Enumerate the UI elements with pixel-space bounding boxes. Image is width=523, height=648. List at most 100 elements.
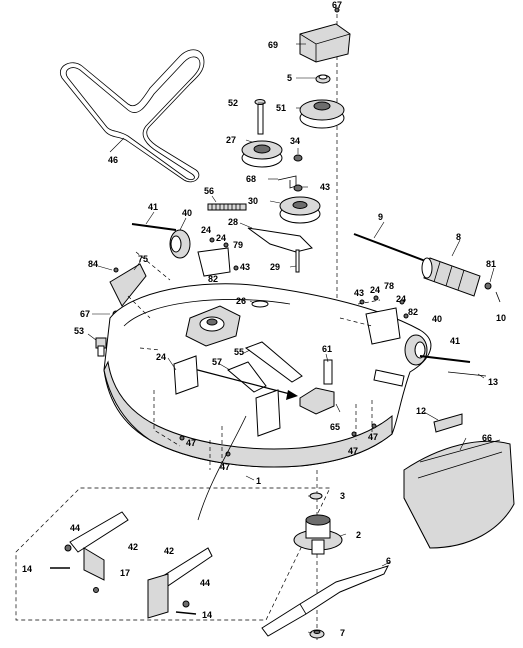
gauge-wheel-right: [404, 334, 428, 366]
gauge-wheel-bolt: [131, 223, 177, 231]
roller-nut: [484, 282, 492, 290]
discharge-chute: [403, 439, 515, 549]
hardware-24: [223, 242, 229, 248]
roller-shaft: [353, 233, 429, 263]
anti-scalp-roller: [421, 257, 481, 297]
label-43: 43: [354, 288, 364, 298]
label-68: 68: [246, 174, 256, 184]
hardware-24: [373, 295, 379, 301]
spindle-top: [299, 359, 335, 415]
idler-pulley-lower: [279, 196, 321, 224]
drive-pulley: [299, 99, 345, 129]
label-5: 5: [287, 73, 292, 83]
label-47: 47: [368, 432, 378, 442]
hardware-24: [209, 237, 215, 243]
label-12: 12: [416, 406, 426, 416]
label-28: 28: [228, 217, 238, 227]
label-52: 52: [228, 98, 238, 108]
assembly-leader-lines: [209, 400, 373, 470]
callout-labels: 67 69 5 52 51 46 27 34 68 43 56 30 41 40…: [22, 0, 506, 638]
link-arm: [227, 361, 267, 393]
hardware-43: [233, 265, 239, 271]
label-3: 3: [340, 491, 345, 501]
label-26: 26: [236, 296, 246, 306]
wheel-bracket-left: [197, 247, 231, 277]
label-24: 24: [370, 285, 380, 295]
hardware-47: [179, 435, 185, 441]
deck-bracket-left: [173, 355, 199, 395]
hardware-47: [351, 431, 357, 437]
label-14: 14: [202, 610, 212, 620]
clevis-pin-right: [175, 611, 197, 615]
label-67: 67: [80, 309, 90, 319]
label-61: 61: [322, 344, 332, 354]
lift-link-left: [64, 511, 129, 581]
label-29: 29: [270, 262, 280, 272]
deck-idler-assembly: [185, 305, 241, 347]
deck-hanger: [373, 369, 405, 387]
label-24: 24: [216, 233, 226, 243]
label-7: 7: [340, 628, 345, 638]
label-8: 8: [456, 232, 461, 242]
label-79: 79: [233, 240, 243, 250]
nut: [315, 74, 331, 84]
washer: [251, 300, 269, 308]
nut-small: [293, 184, 303, 192]
bracket: [277, 175, 297, 189]
label-30: 30: [248, 196, 258, 206]
label-43: 43: [240, 262, 250, 272]
label-75: 75: [138, 254, 148, 264]
label-84: 84: [88, 259, 98, 269]
label-55: 55: [234, 347, 244, 357]
label-42: 42: [128, 542, 138, 552]
belt: [60, 49, 205, 183]
label-47: 47: [186, 438, 196, 448]
blade-nut: [309, 629, 325, 639]
label-46: 46: [108, 155, 118, 165]
label-43: 43: [320, 182, 330, 192]
label-24: 24: [156, 352, 166, 362]
label-66: 66: [482, 433, 492, 443]
gauge-wheel-bolt-right: [419, 355, 471, 363]
label-47: 47: [220, 462, 230, 472]
label-41: 41: [148, 202, 158, 212]
label-40: 40: [182, 208, 192, 218]
label-2: 2: [356, 530, 361, 540]
label-69: 69: [268, 40, 278, 50]
hardware-43: [359, 299, 365, 305]
label-44: 44: [200, 578, 210, 588]
deck-adjuster: [95, 337, 107, 357]
label-67: 67: [332, 0, 342, 10]
label-81: 81: [486, 259, 496, 269]
label-40: 40: [432, 314, 442, 324]
label-56: 56: [204, 186, 214, 196]
idler-pulley-upper: [241, 140, 283, 168]
spacer: [293, 154, 303, 162]
mower-deck-housing: [103, 283, 432, 468]
label-78: 78: [384, 281, 394, 291]
label-17: 17: [120, 568, 130, 578]
label-57: 57: [212, 357, 222, 367]
label-24: 24: [396, 294, 406, 304]
hardware-82: [403, 313, 409, 319]
pulley-bolt: [254, 99, 266, 135]
pulley-cover: [299, 23, 351, 63]
hairpin-clip: [93, 587, 99, 593]
deck-bracket-center: [255, 389, 281, 437]
mower-blade: [261, 565, 389, 637]
hardware-47: [371, 423, 377, 429]
label-24: 24: [201, 225, 211, 235]
label-51: 51: [276, 103, 286, 113]
leader-curve: [197, 415, 247, 521]
label-44: 44: [70, 523, 80, 533]
cotter-pin: [495, 291, 501, 303]
label-82: 82: [208, 274, 218, 284]
label-6: 6: [386, 556, 391, 566]
spindle-assembly: [293, 514, 343, 555]
label-53: 53: [74, 326, 84, 336]
left-skid-bracket: [109, 263, 147, 307]
label-27: 27: [226, 135, 236, 145]
label-9: 9: [378, 212, 383, 222]
idler-bolt: [295, 249, 300, 273]
